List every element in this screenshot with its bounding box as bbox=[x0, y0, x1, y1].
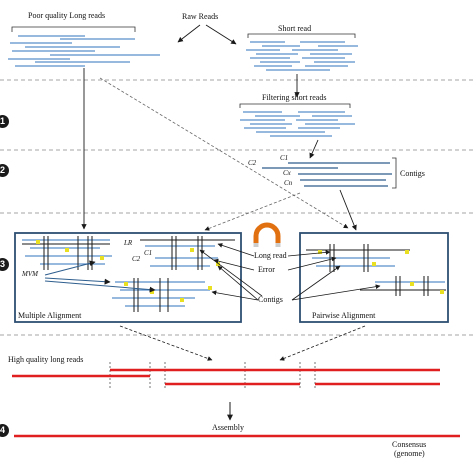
contig-c2-label: C2 bbox=[248, 159, 257, 167]
contig-cx-label: Cx bbox=[283, 169, 291, 177]
genome-label: (genome) bbox=[394, 449, 425, 458]
contigs-brace bbox=[392, 157, 397, 189]
pairwise-alignment-label: Pairwise Alignment bbox=[312, 311, 376, 320]
mvm-label: MVM bbox=[22, 270, 38, 278]
assembly-label: Assembly bbox=[212, 423, 244, 432]
step-4-badge: 4 bbox=[0, 424, 9, 437]
dashed-diagonal-long-reads bbox=[99, 77, 349, 229]
short-read-label: Short read bbox=[278, 24, 312, 33]
step-1-badge: 1 bbox=[0, 115, 9, 128]
magnet-icon bbox=[253, 222, 281, 247]
multiple-alignment-box bbox=[14, 232, 242, 323]
error-label: Error bbox=[258, 265, 275, 274]
high-quality-reads bbox=[12, 362, 440, 390]
pairwise-alignment-box bbox=[299, 232, 449, 323]
arrow-to-contigs bbox=[309, 139, 319, 159]
filtering-short-reads-label: Filtering short reads bbox=[262, 93, 327, 102]
c1-alignment-label: C1 bbox=[144, 249, 153, 257]
contigs-label: Contigs bbox=[400, 169, 425, 178]
raw-reads-arrows bbox=[177, 24, 237, 45]
consensus-label: Consensus bbox=[392, 440, 427, 449]
pairwise-alignment-reads bbox=[306, 244, 446, 296]
contig-c1-label: C1 bbox=[280, 154, 289, 162]
callout-arrows bbox=[199, 243, 381, 301]
contig-cn-label: Cn bbox=[284, 179, 293, 187]
multiple-alignment-label: Multiple Alignment bbox=[18, 311, 82, 320]
raw-reads-label: Raw Reads bbox=[182, 12, 219, 21]
long-read-label: Long read bbox=[254, 251, 287, 260]
short-reads bbox=[246, 33, 358, 71]
contigs-callout-label: Contigs bbox=[258, 295, 283, 304]
multiple-alignment-reads bbox=[22, 236, 235, 312]
dashed-contigs-to-multiple bbox=[204, 192, 301, 231]
arrow-contigs-to-pairwise bbox=[339, 189, 357, 231]
lr-label: LR bbox=[124, 239, 133, 247]
stage-separators bbox=[0, 79, 474, 336]
c2-alignment-label: C2 bbox=[132, 255, 141, 263]
filtered-reads bbox=[239, 103, 355, 137]
step-3-badge: 3 bbox=[0, 258, 9, 271]
contig-lines bbox=[262, 162, 392, 187]
poor-quality-long-reads-label: Poor quality Long reads bbox=[28, 11, 106, 20]
high-quality-long-reads-label: High quality long reads bbox=[8, 355, 84, 364]
poor-long-reads bbox=[8, 26, 160, 67]
convergence-arrows bbox=[119, 325, 366, 361]
step-2-badge: 2 bbox=[0, 164, 9, 177]
